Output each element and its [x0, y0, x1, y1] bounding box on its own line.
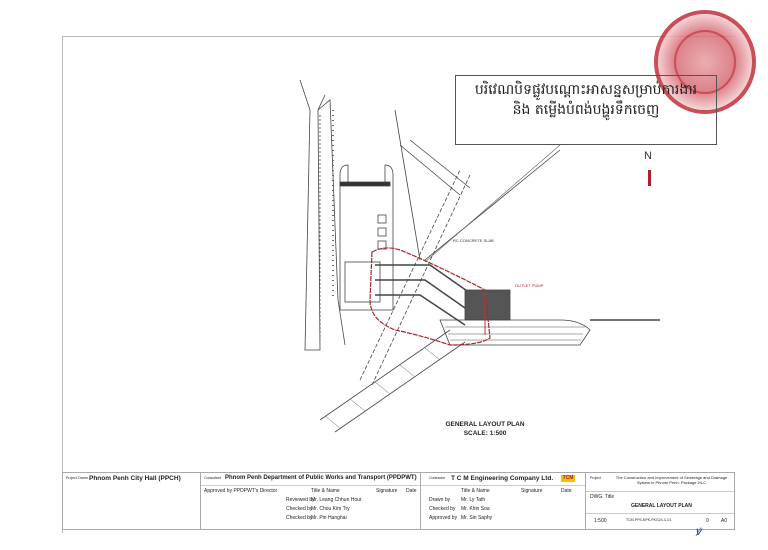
contractor-logo: TCM: [561, 475, 575, 482]
consultant-name: Phnom Penh Department of Public Works an…: [225, 475, 417, 481]
caption-title: GENERAL LAYOUT PLAN: [445, 421, 525, 428]
col-signature: Signature: [521, 488, 543, 494]
col-date: Date: [406, 488, 417, 494]
col-title-name: Title & Name: [311, 488, 340, 494]
row-role: Checked by: [429, 506, 456, 512]
project-cell: Project The Construction and Improvement…: [586, 473, 734, 529]
pump-box: [377, 214, 387, 224]
khmer-title-line2: និង តម្លើងបំពង់បង្ហូរទឹកចេញ: [512, 102, 660, 118]
row-role: Approved by: [429, 515, 458, 521]
official-seal: [654, 10, 756, 114]
station-wall: [339, 181, 391, 187]
row-role: Reviewed by: [286, 497, 315, 503]
channel-line: [359, 169, 461, 381]
owner-label: Project Owner: [66, 476, 89, 480]
revision: A0: [721, 518, 728, 524]
owner-cell: Project Owner Phnom Penh City Hall (PPCH…: [63, 473, 201, 529]
caption-scale: SCALE: 1:500: [463, 430, 507, 437]
project-label: Project: [590, 476, 601, 480]
outfall-apron: [439, 319, 591, 346]
owner-name: Phnom Penh City Hall (PPCH): [89, 475, 181, 482]
outlet-pipe: [375, 279, 476, 316]
approved-by-label: Approved by PPDPWT's Director: [204, 488, 278, 494]
label-outlet-pump: OUTLET PUMP: [515, 283, 544, 288]
pump-station-outline: [339, 164, 394, 311]
project-name: The Construction and Improvement of Sewe…: [615, 475, 728, 485]
drawing-frame: [62, 36, 736, 533]
consultant-label: Consultant: [204, 476, 221, 480]
contractor-cell: Contractor T C M Engineering Company Ltd…: [421, 473, 586, 529]
north-arrow-icon: [648, 170, 651, 186]
road-left-edge: [299, 79, 326, 351]
contractor-label: Contractor: [429, 476, 446, 480]
row-name: Mr. Sin Saphy: [461, 515, 493, 521]
dwg-number: TCM-PPS-NPK-PKG24-C-01: [626, 518, 672, 522]
row-name: Mr. Ly Tath: [461, 497, 486, 503]
outlet-pipe: [375, 294, 466, 326]
khmer-title-box: បរិវេណបិទផ្លូវបណ្ដោះអាសន្នសម្រាប់ការងារ …: [455, 75, 717, 145]
pump-box: [377, 227, 387, 237]
row-name: Mr. Chou Kim Try: [311, 506, 350, 512]
signature-mark: ꝟ: [695, 524, 702, 538]
col-signature: Signature: [376, 488, 398, 494]
col-date: Date: [561, 488, 572, 494]
label-rc-slab: RC CONCRETE SLAB: [453, 238, 494, 243]
upper-diagonal-ladder: [399, 139, 471, 196]
row-name: Mr. Pin Hanghai: [311, 515, 347, 521]
north-label: N: [644, 150, 652, 162]
row-name: Mr. Khin Soa: [461, 506, 490, 512]
scale-value: 1:500: [594, 518, 607, 524]
dwg-title: GENERAL LAYOUT PLAN: [631, 503, 692, 509]
row-role: Drawn by: [429, 497, 451, 503]
row-name: Mr. Leang Chhun Hour: [311, 497, 362, 503]
contractor-name: T C M Engineering Company Ltd.: [451, 475, 554, 482]
station-room: [344, 261, 381, 303]
col-title-name: Title & Name: [461, 488, 490, 494]
consultant-cell: Consultant Phnom Penh Department of Publ…: [201, 473, 421, 529]
row-role: Checked by: [286, 515, 313, 521]
sheet-number: 0: [706, 518, 709, 524]
boundary-line: [394, 109, 421, 261]
boundary-line: [424, 149, 561, 261]
row-role: Checked by: [286, 506, 313, 512]
dwg-title-label: DWG. Title: [590, 494, 615, 500]
revision-cloud: [369, 247, 491, 346]
leader-line: [424, 144, 561, 263]
title-block: Project Owner Phnom Penh City Hall (PPCH…: [62, 472, 735, 530]
drawing-caption: GENERAL LAYOUT PLAN SCALE: 1:500: [430, 420, 540, 438]
khmer-title-line1: បរិវេណបិទផ្លូវបណ្ដោះអាសន្នសម្រាប់ការងារ: [474, 82, 698, 98]
road-right-edge: [317, 99, 346, 346]
lower-diagonal-grid: [319, 329, 466, 433]
